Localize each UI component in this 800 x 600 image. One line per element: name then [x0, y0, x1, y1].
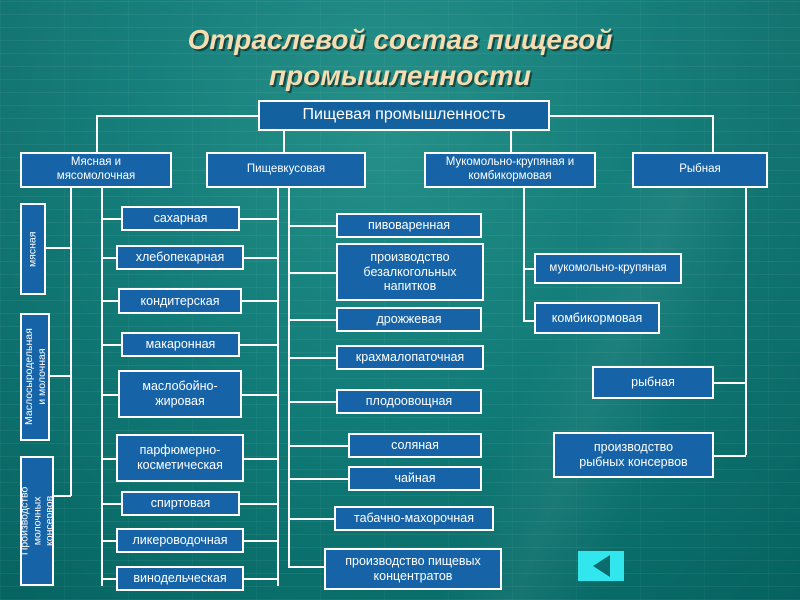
connector-flavour-left-5	[101, 394, 121, 396]
connector-flavour-merge-2	[240, 257, 278, 259]
connector-flavour-merge-9	[240, 578, 278, 580]
connector-root-to-meat	[96, 115, 98, 153]
connector-flavour-left-trunk	[101, 186, 103, 586]
connector-flavour-left-8	[101, 540, 121, 542]
connector-flavour-right-trunk	[277, 186, 279, 586]
node-flavour-tea[interactable]: чайная	[348, 466, 482, 491]
connector-flavour-right-9	[288, 566, 324, 568]
node-flavour-confectionery[interactable]: кондитерская	[118, 288, 242, 314]
connector-fish-child-2	[714, 455, 746, 457]
node-flavour-sugar[interactable]: сахарная	[121, 206, 240, 231]
connector-flavour-right-3	[288, 319, 336, 321]
connector-root-to-flavour	[283, 131, 285, 153]
connector-flour-trunk	[523, 186, 525, 322]
connector-flour-child-2	[523, 320, 534, 322]
page-title: Отраслевой состав пищевой промышленности	[187, 24, 613, 91]
connector-flavour-right-4	[288, 357, 336, 359]
node-flour-feed[interactable]: комбикормовая	[534, 302, 660, 334]
connector-flavour-left-1	[101, 218, 121, 220]
connector-root-to-flour	[510, 131, 512, 153]
connector-flavour-right-2	[288, 272, 336, 274]
connector-flavour-left-6	[101, 458, 121, 460]
node-flavour-soft-drinks[interactable]: производство безалкогольных напитков	[336, 243, 484, 301]
node-flavour-yeast[interactable]: дрожжевая	[336, 307, 482, 332]
node-branch-fish[interactable]: Рыбная	[632, 152, 768, 188]
connector-root-right-horizontal	[549, 115, 714, 117]
connector-meat-child-2	[46, 375, 71, 377]
node-branch-flavour[interactable]: Пищевкусовая	[206, 152, 366, 188]
node-flavour-perfume-cosmetics[interactable]: парфюмерно- косметическая	[116, 434, 244, 482]
connector-flavour-right-1	[288, 225, 336, 227]
connector-flavour-merge-8	[240, 540, 278, 542]
back-button[interactable]	[578, 551, 624, 581]
node-flavour-fruit-vegetable[interactable]: плодоовощная	[336, 389, 482, 414]
connector-flavour-left-3	[101, 300, 121, 302]
node-flour-milling[interactable]: мукомольно-крупяная	[534, 253, 682, 284]
connector-flavour-merge-6	[240, 458, 278, 460]
node-branch-meat[interactable]: Мясная и мясомолочная	[20, 152, 172, 188]
node-fish-fish[interactable]: рыбная	[592, 366, 714, 399]
connector-flavour-second-trunk	[288, 186, 290, 566]
node-meat-child-myasnaya[interactable]: мясная	[20, 203, 46, 295]
triangle-left-icon	[592, 555, 610, 577]
node-flavour-food-concentrates[interactable]: производство пищевых концентратов	[324, 548, 502, 590]
node-flavour-brewing[interactable]: пивоваренная	[336, 213, 482, 238]
connector-flavour-merge-5	[240, 394, 278, 396]
connector-flavour-right-8	[288, 518, 334, 520]
connector-flavour-merge-1	[240, 218, 278, 220]
node-flavour-pasta[interactable]: макаронная	[121, 332, 240, 357]
node-flavour-salt[interactable]: соляная	[348, 433, 482, 458]
connector-flavour-left-2	[101, 257, 121, 259]
connector-root-left-horizontal	[96, 115, 266, 117]
connector-flavour-merge-4	[240, 344, 278, 346]
node-branch-flour[interactable]: Мукомольно-крупяная и комбикормовая	[424, 152, 596, 188]
connector-root-to-fish	[712, 115, 714, 153]
connector-flavour-right-7	[288, 478, 348, 480]
node-flavour-oil-fat[interactable]: маслобойно- жировая	[118, 370, 242, 418]
connector-meat-child-3	[46, 495, 71, 497]
connector-fish-trunk	[745, 186, 747, 455]
node-flavour-spirit[interactable]: спиртовая	[121, 491, 240, 516]
connector-meat-child-1	[46, 247, 71, 249]
node-meat-child-canned-milk[interactable]: Производство молочных консервов	[20, 456, 54, 586]
connector-flavour-merge-7	[240, 503, 278, 505]
node-flavour-winemaking[interactable]: винодельческая	[116, 566, 244, 591]
connector-flavour-left-9	[101, 578, 121, 580]
node-flavour-tobacco[interactable]: табачно-махорочная	[334, 506, 494, 531]
connector-flavour-right-5	[288, 401, 336, 403]
connector-meat-trunk	[70, 186, 72, 496]
node-flavour-bakery[interactable]: хлебопекарная	[116, 245, 244, 270]
node-meat-child-dairy[interactable]: Маслосыродельная и молочная	[20, 313, 50, 441]
node-flavour-starch-syrup[interactable]: крахмалопаточная	[336, 345, 484, 370]
connector-flavour-left-4	[101, 344, 121, 346]
node-root[interactable]: Пищевая промышленность	[258, 100, 550, 131]
connector-flavour-right-6	[288, 445, 348, 447]
connector-flavour-merge-3	[240, 300, 278, 302]
node-fish-canned[interactable]: производство рыбных консервов	[553, 432, 714, 478]
connector-flavour-left-7	[101, 503, 121, 505]
node-flavour-liquor[interactable]: ликероводочная	[116, 528, 244, 553]
connector-fish-child-1	[714, 382, 746, 384]
connector-flour-child-1	[523, 268, 534, 270]
